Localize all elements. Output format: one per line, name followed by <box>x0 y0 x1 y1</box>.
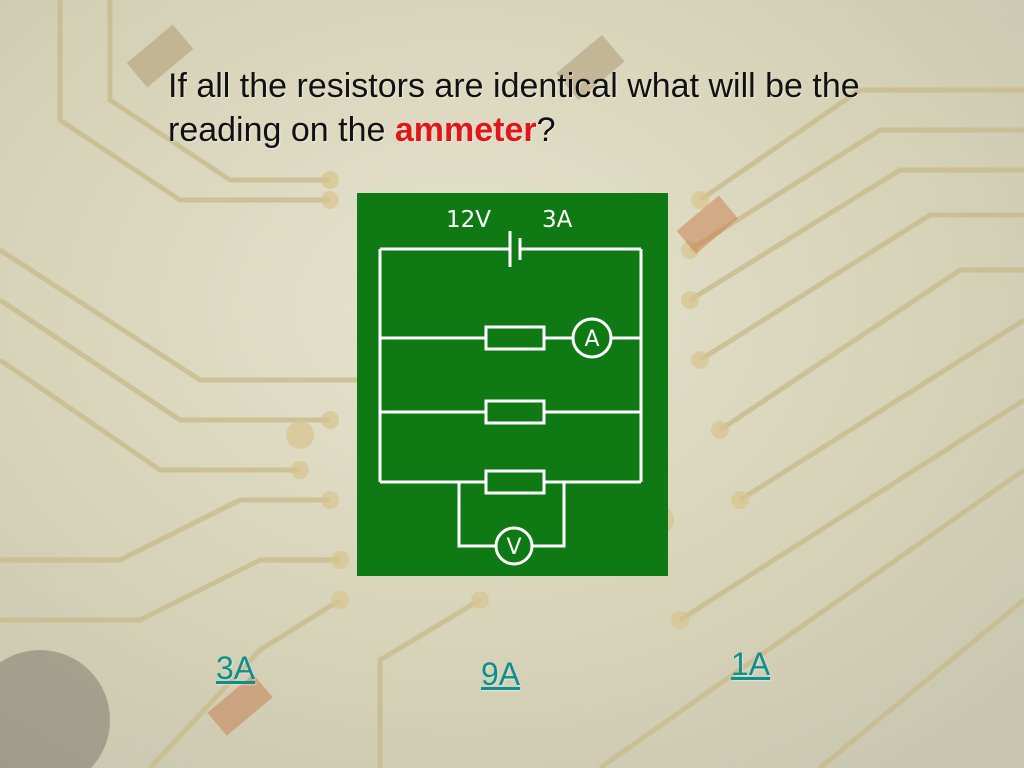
answer-option-b[interactable]: 9A <box>481 656 521 692</box>
answer-option-c[interactable]: 1A <box>731 646 771 682</box>
question-highlight-ammeter: ammeter <box>394 111 537 149</box>
voltage-label: 12V <box>446 207 491 233</box>
circuit-board <box>357 193 668 576</box>
ammeter-symbol: A <box>584 327 599 352</box>
wire-voltmeter-left <box>457 482 496 548</box>
wire-voltmeter-right <box>533 482 566 548</box>
question-text: If all the resistors are identical what … <box>168 64 948 152</box>
voltmeter-circle <box>494 526 534 566</box>
answer-option-a[interactable]: 3A <box>216 650 256 686</box>
voltmeter-symbol: V <box>506 535 521 560</box>
question-text-part1: If all the resistors are identical what … <box>168 67 860 149</box>
current-label: 3A <box>542 207 573 233</box>
question-text-part2: ? <box>536 111 556 149</box>
circuit-diagram: 12V 3A A V <box>357 193 668 576</box>
